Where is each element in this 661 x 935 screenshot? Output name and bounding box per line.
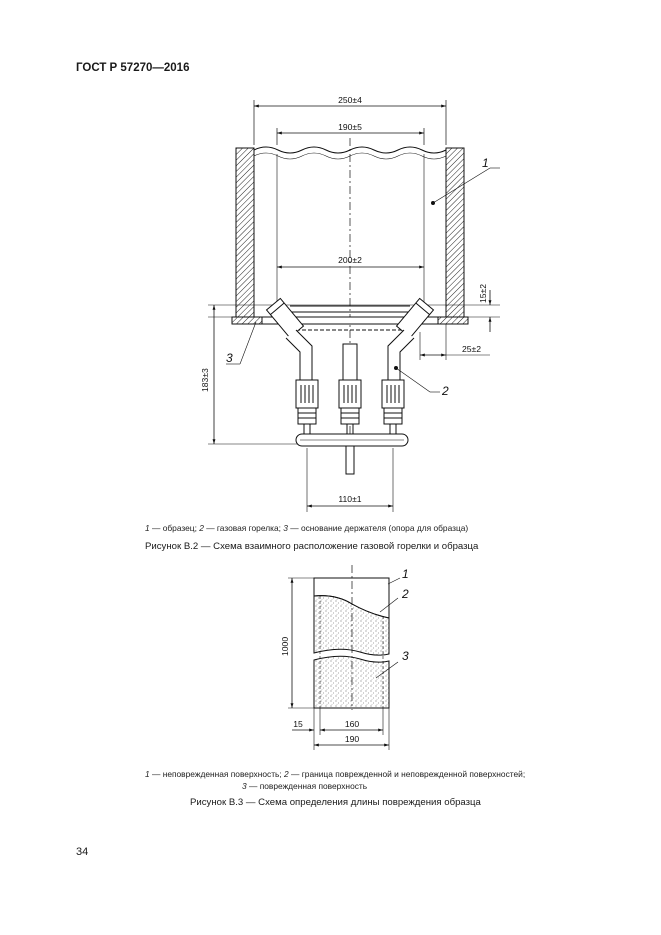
dim-200: 200±2	[338, 255, 362, 265]
callout-1b: 1	[402, 567, 409, 581]
figure-b3-legend-line1: 1 — неповрежденная поверхность; 2 — гран…	[145, 769, 525, 779]
document-header: ГОСТ Р 57270—2016	[76, 62, 190, 74]
figure-b3-caption: Рисунок В.3 — Схема определения длины по…	[190, 797, 481, 808]
legend-text: — неповрежденная поверхность;	[149, 769, 285, 779]
dim-110: 110±1	[338, 494, 361, 504]
dim-250: 250±4	[338, 95, 362, 105]
callout-3: 3	[226, 351, 233, 365]
figure-b2-caption: Рисунок В.2 — Схема взаимного расположен…	[145, 541, 479, 552]
figure-b2-burner-diagram: 250±4 190±5 200±2 15±2 183±3 25±2 110±1 …	[200, 95, 500, 512]
page-number: 34	[76, 846, 89, 858]
figure-b2-legend: 1 — образец; 2 — газовая горелка; 3 — ос…	[145, 523, 468, 533]
legend-num: 1	[145, 769, 150, 779]
dim-190: 190±5	[338, 122, 362, 132]
callout-2b: 2	[401, 587, 409, 601]
legend-text: — поврежденная поверхность	[246, 781, 368, 791]
legend-num: 2	[284, 769, 289, 779]
legend-num: 1	[145, 523, 150, 533]
dim-183: 183±3	[200, 368, 210, 392]
legend-text: — газовая горелка;	[203, 523, 284, 533]
dim-190b: 190	[345, 734, 360, 744]
legend-num: 3	[242, 781, 247, 791]
dim-160: 160	[345, 719, 360, 729]
dim-15: 15±2	[478, 284, 488, 303]
callout-1: 1	[482, 156, 489, 170]
dim-15b: 15	[293, 719, 303, 729]
callout-2: 2	[441, 384, 449, 398]
dim-25: 25±2	[462, 344, 481, 354]
figure-b3-damage-diagram: 1000 15 160 190 1 2 3	[280, 565, 409, 750]
legend-text: — граница поврежденной и неповрежденной …	[288, 769, 526, 779]
legend-text: — основание держателя (опора для образца…	[287, 523, 469, 533]
legend-num: 2	[199, 523, 204, 533]
legend-num: 3	[283, 523, 288, 533]
legend-text: — образец;	[149, 523, 200, 533]
dim-1000: 1000	[280, 637, 290, 656]
figure-b3-legend-line2: 3 — поврежденная поверхность	[242, 781, 367, 791]
callout-3b: 3	[402, 649, 409, 663]
